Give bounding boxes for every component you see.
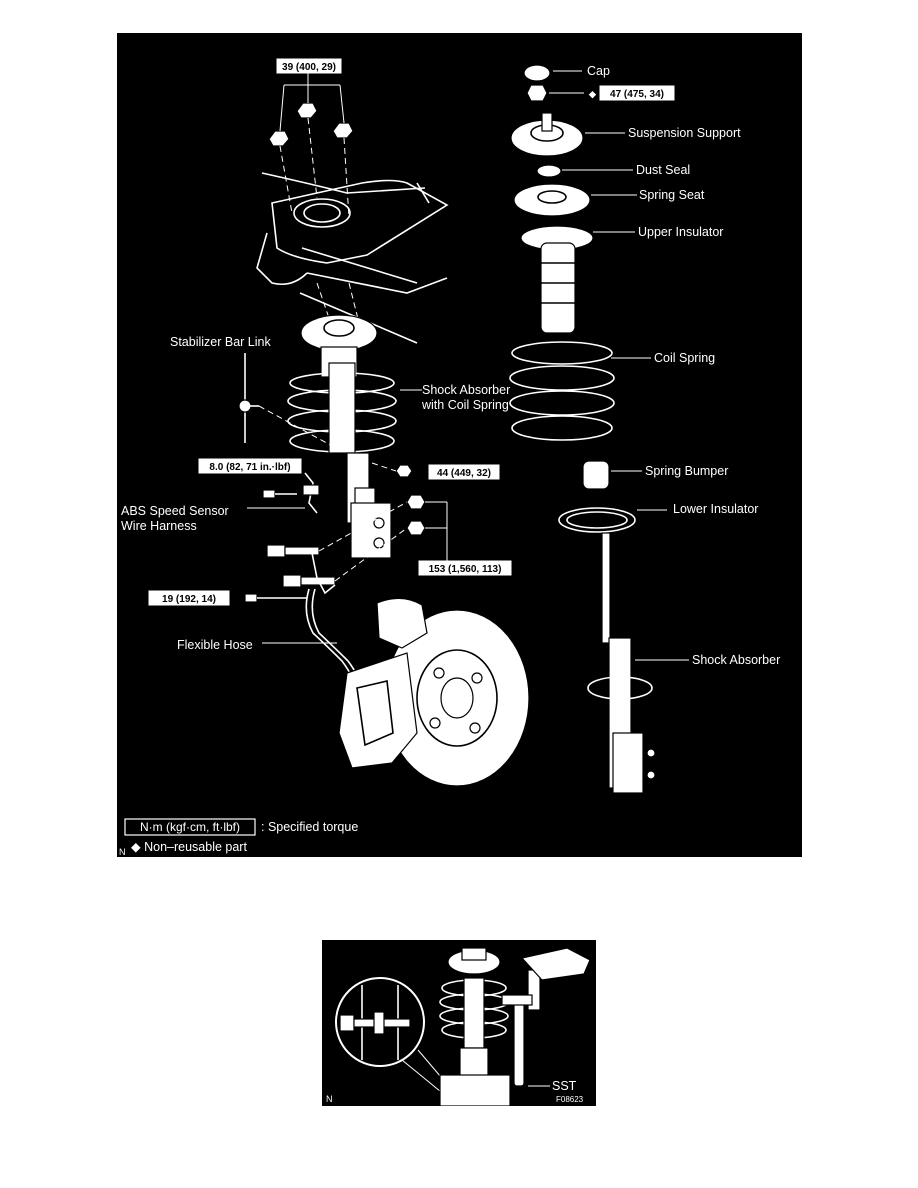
label-coil-spring: Coil Spring xyxy=(654,351,715,365)
abs-sensor-bracket xyxy=(247,472,320,514)
label-dust-seal: Dust Seal xyxy=(636,163,690,177)
corner-mark: N xyxy=(119,847,126,857)
strut-mounting-nuts xyxy=(268,71,360,324)
sst-spring-compressor xyxy=(501,947,591,1087)
svg-text:◆: ◆ xyxy=(588,89,597,99)
label-shock-absorber: Shock Absorber xyxy=(692,653,780,667)
spring-bumper-drawing xyxy=(582,460,642,490)
torque-stab-link-nut: 44 (449, 32) xyxy=(428,464,500,480)
torque-hose-bolt: 19 (192, 14) xyxy=(148,590,230,606)
label-abs-sensor-2: Wire Harness xyxy=(121,519,197,533)
svg-text:44 (449, 32): 44 (449, 32) xyxy=(437,468,491,479)
strut-tower-drawing xyxy=(256,172,449,344)
figure-code: F08623 xyxy=(556,1095,584,1104)
svg-text:N·m (kgf·cm, ft·lbf): N·m (kgf·cm, ft·lbf) xyxy=(140,820,240,834)
label-sst: SST xyxy=(552,1079,577,1093)
torque-abs-bolt: 8.0 (82, 71 in.·lbf) xyxy=(198,458,302,474)
legend-non-reusable: ◆ Non–reusable part xyxy=(131,840,247,854)
label-shock-absorber-with-coil-1: Shock Absorber xyxy=(422,383,510,397)
label-lower-insulator: Lower Insulator xyxy=(673,502,758,516)
svg-text:47 (475, 34): 47 (475, 34) xyxy=(610,89,664,100)
label-stabilizer-bar-link: Stabilizer Bar Link xyxy=(170,335,271,349)
coil-spring-drawing xyxy=(509,341,651,441)
spring-seat-drawing xyxy=(513,183,637,217)
label-spring-bumper: Spring Bumper xyxy=(645,464,728,478)
svg-text:153 (1,560, 113): 153 (1,560, 113) xyxy=(429,564,502,575)
label-spring-seat: Spring Seat xyxy=(639,188,705,202)
stabilizer-bar-link-drawing xyxy=(238,353,413,478)
svg-text:19 (192, 14): 19 (192, 14) xyxy=(162,594,216,605)
strut-with-spring xyxy=(439,947,511,1106)
sst-installation-figure: SST N F08623 xyxy=(322,940,596,1106)
label-upper-insulator: Upper Insulator xyxy=(638,225,723,239)
corner-mark-2: N xyxy=(326,1094,333,1104)
legend-unit-desc: : Specified torque xyxy=(261,820,358,834)
label-shock-absorber-with-coil-2: with Coil Spring xyxy=(421,398,509,412)
svg-text:39 (400, 29): 39 (400, 29) xyxy=(282,62,336,73)
torque-piston-rod-nut: ◆ 47 (475, 34) xyxy=(588,85,675,101)
cap-drawing xyxy=(523,64,582,82)
legend-unit-box: N·m (kgf·cm, ft·lbf) xyxy=(124,818,256,836)
sst-figure-canvas: SST N F08623 xyxy=(326,947,591,1106)
exploded-diagram-front-suspension: 39 (400, 29) ◆ 47 (475, 34) 44 (449, 32)… xyxy=(117,33,802,857)
label-suspension-support: Suspension Support xyxy=(628,126,741,140)
shock-absorber-assembly xyxy=(287,314,397,559)
label-flexible-hose: Flexible Hose xyxy=(177,638,253,652)
flexible-hose-drawing xyxy=(244,552,364,696)
exploded-diagram-canvas: 39 (400, 29) ◆ 47 (475, 34) 44 (449, 32)… xyxy=(119,58,780,857)
torque-knuckle-bolts: 153 (1,560, 113) xyxy=(418,560,512,576)
lower-insulator-drawing xyxy=(558,507,667,533)
piston-rod-nut-drawing xyxy=(526,84,584,102)
magnified-bolt-detail xyxy=(335,977,453,1097)
shock-absorber-drawing xyxy=(587,532,689,794)
dust-seal-drawing xyxy=(536,164,633,178)
suspension-support-drawing xyxy=(510,112,625,157)
svg-text:8.0 (82, 71 in.·lbf): 8.0 (82, 71 in.·lbf) xyxy=(209,462,290,473)
upper-insulator-drawing xyxy=(520,225,635,334)
brake-disc-and-knuckle xyxy=(338,597,530,787)
torque-strut-nuts: 39 (400, 29) xyxy=(276,58,342,74)
label-cap: Cap xyxy=(587,64,610,78)
label-abs-sensor-1: ABS Speed Sensor xyxy=(121,504,229,518)
